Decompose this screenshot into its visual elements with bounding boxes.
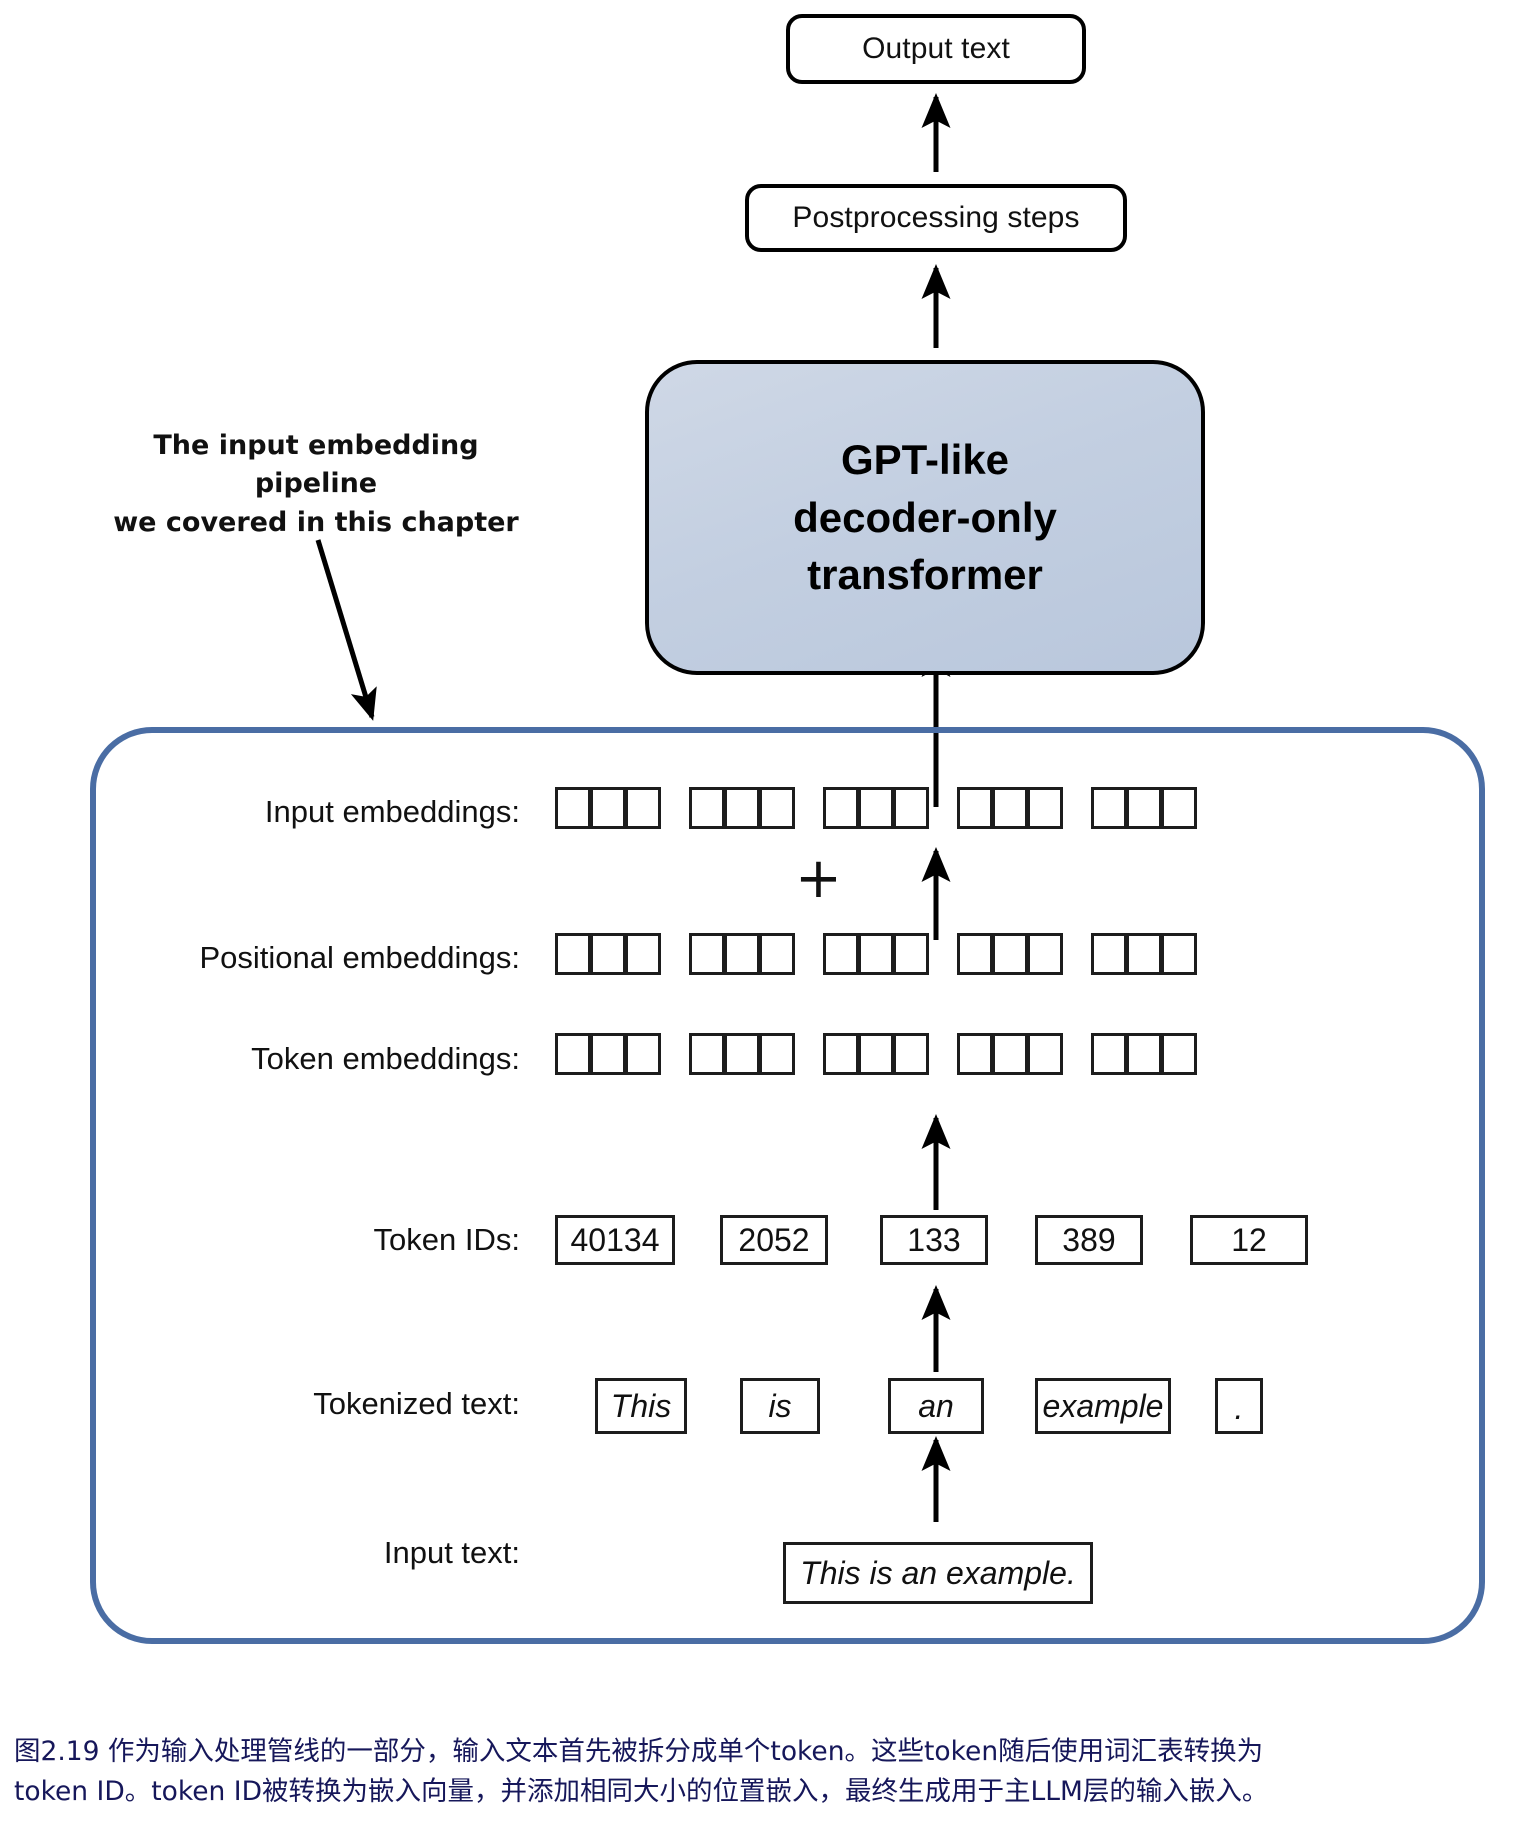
caption-line-1: 图2.19 作为输入处理管线的一部分，输入文本首先被拆分成单个token。这些t… [14,1736,1264,1767]
embedding-cell [823,787,859,829]
label-input-text: Input text: [383,1535,520,1570]
transformer-line-1: GPT-like [840,435,1010,483]
embedding-group [555,933,661,975]
label-tokenized-text: Tokenized text: [313,1386,520,1421]
embedding-cell [1027,933,1063,975]
embedding-cell [759,787,795,829]
token-id-box: 12 [1190,1215,1308,1265]
transformer-line-3: transformer [807,551,1043,599]
embedding-cell [590,933,626,975]
embedding-cell [957,1033,993,1075]
embedding-cell [1126,1033,1162,1075]
embedding-cell [759,1033,795,1075]
input-text-box: This is an example. [783,1542,1093,1604]
embedding-cell [724,933,760,975]
embedding-cell [957,787,993,829]
label-input-embeddings: Input embeddings: [264,794,520,829]
label-token-ids: Token IDs: [373,1222,520,1257]
embedding-cell [858,933,894,975]
embedding-cell [992,787,1028,829]
embedding-cell [858,787,894,829]
row-input-embeddings [555,787,1197,829]
embedding-cell [823,1033,859,1075]
embedding-group [689,1033,795,1075]
token-box: an [888,1378,984,1434]
embedding-cell [625,787,661,829]
embedding-cell [689,1033,725,1075]
transformer-line-2: decoder-only [793,493,1057,541]
token-id-box: 2052 [720,1215,828,1265]
figure-caption: 图2.19 作为输入处理管线的一部分，输入文本首先被拆分成单个token。这些t… [14,1732,1504,1813]
embedding-group [823,787,929,829]
embedding-cell [555,1033,591,1075]
postprocessing-steps-box: Postprocessing steps [745,184,1127,252]
annotation-line-2: we covered in this chapter [113,506,519,538]
embedding-group [957,933,1063,975]
embedding-cell [957,933,993,975]
plus-operator: + [795,846,842,911]
embedding-cell [893,933,929,975]
embedding-group [823,1033,929,1075]
embedding-group [957,787,1063,829]
label-positional-embeddings: Positional embeddings: [199,940,520,975]
embedding-cell [1091,1033,1127,1075]
embedding-cell [1161,1033,1197,1075]
embedding-cell [625,933,661,975]
embedding-cell [992,1033,1028,1075]
embedding-cell [893,1033,929,1075]
token-box: This [595,1378,687,1434]
embedding-cell [1126,933,1162,975]
row-positional-embeddings [555,933,1197,975]
token-id-box: 133 [880,1215,988,1265]
embedding-group [1091,787,1197,829]
token-box: is [740,1378,820,1434]
embedding-cell [724,787,760,829]
embedding-group [1091,933,1197,975]
embedding-cell [724,1033,760,1075]
embedding-cell [992,933,1028,975]
embedding-cell [625,1033,661,1075]
embedding-cell [1091,787,1127,829]
annotation-callout: The input embedding pipeline we covered … [96,427,536,542]
token-box: . [1215,1378,1263,1434]
label-token-embeddings: Token embeddings: [251,1041,520,1076]
output-text-box: Output text [786,14,1086,84]
embedding-group [1091,1033,1197,1075]
token-id-box: 40134 [555,1215,675,1265]
embedding-cell [893,787,929,829]
token-id-box: 389 [1035,1215,1143,1265]
embedding-cell [590,787,626,829]
embedding-cell [858,1033,894,1075]
embedding-cell [1027,787,1063,829]
arrow-annotation-pointer [315,539,377,721]
annotation-line-1: The input embedding pipeline [153,430,479,500]
embedding-cell [1091,933,1127,975]
embedding-group [555,787,661,829]
embedding-group [689,933,795,975]
embedding-cell [1161,787,1197,829]
embedding-group [689,787,795,829]
caption-line-2: token ID。token ID被转换为嵌入向量，并添加相同大小的位置嵌入，最… [14,1776,1269,1808]
embedding-cell [1161,933,1197,975]
embedding-cell [689,787,725,829]
embedding-cell [555,933,591,975]
input-embedding-pipeline-container [90,727,1485,1644]
embedding-group [957,1033,1063,1075]
embedding-cell [1126,787,1162,829]
embedding-group [823,933,929,975]
embedding-cell [590,1033,626,1075]
row-token-embeddings [555,1033,1197,1075]
embedding-cell [759,933,795,975]
embedding-cell [1027,1033,1063,1075]
embedding-cell [555,787,591,829]
token-box: example [1035,1378,1171,1434]
embedding-cell [823,933,859,975]
embedding-group [555,1033,661,1075]
gpt-transformer-box: GPT-like decoder-only transformer [645,360,1205,675]
embedding-cell [689,933,725,975]
